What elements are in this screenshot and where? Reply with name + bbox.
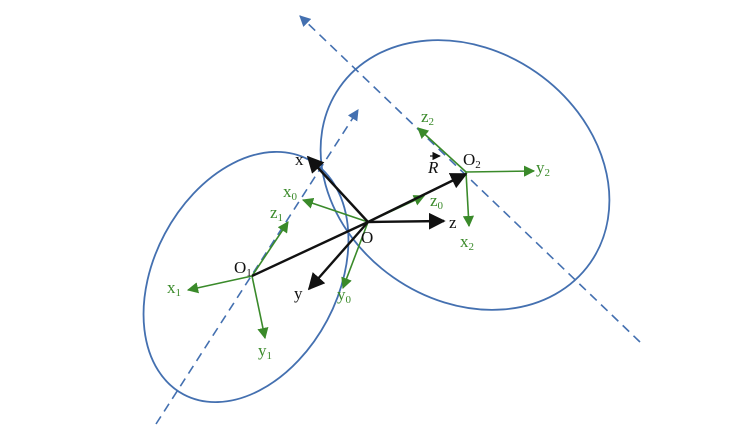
y-vector (307, 221, 369, 291)
x1-vector (186, 275, 253, 294)
x0-vector (301, 197, 369, 223)
left-dashed-axis (155, 109, 359, 425)
z-label: z (449, 213, 457, 232)
right-ellipse (319, 39, 611, 311)
z2-label: z2 (421, 107, 434, 128)
O2-label: O2 (463, 150, 481, 171)
x0-label: x0 (283, 182, 298, 203)
z-vector (367, 212, 446, 230)
x2-vector (462, 171, 475, 228)
z1-label: z1 (270, 203, 283, 224)
y2-label: y2 (536, 158, 550, 179)
O1-label: O1 (234, 258, 252, 279)
y0-vector (341, 221, 369, 290)
y1-vector (251, 275, 269, 340)
x-vector (306, 155, 369, 223)
R-vector (367, 172, 468, 224)
x2-label: x2 (460, 232, 474, 253)
O-to-O1-vector (251, 220, 369, 278)
origin-label: O (361, 228, 373, 247)
z0-label: z0 (430, 191, 444, 212)
y2-vector (465, 165, 536, 177)
y1-label: y1 (258, 341, 272, 362)
z2-vector (417, 127, 467, 173)
right-dashed-axis (299, 15, 641, 343)
z1-vector (251, 221, 289, 277)
x-label: x (295, 150, 304, 169)
R-label: R (427, 158, 439, 177)
y0-label: y0 (337, 285, 352, 306)
x1-label: x1 (167, 278, 181, 299)
y-label: y (294, 284, 303, 303)
